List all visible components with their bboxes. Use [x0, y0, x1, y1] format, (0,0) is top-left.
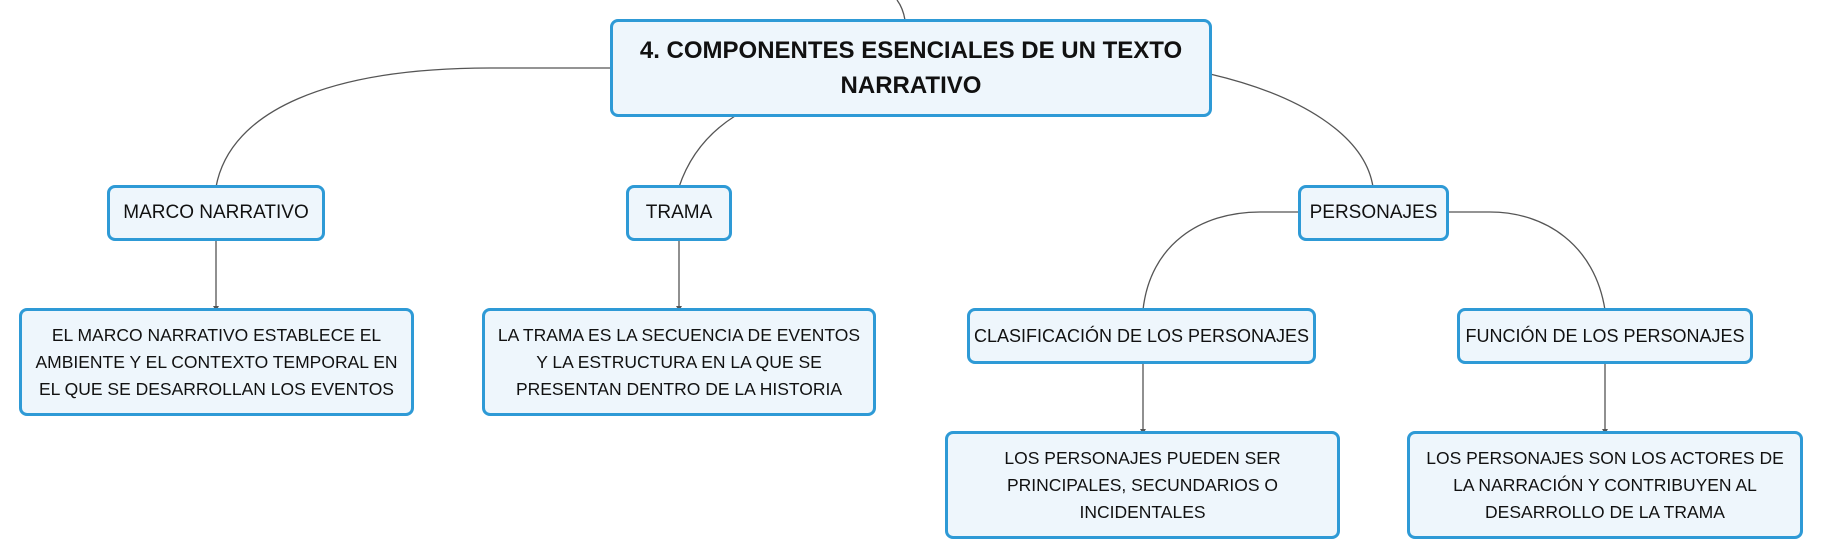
subtopic-node-funcion[interactable]: FUNCIÓN DE LOS PERSONAJES	[1457, 308, 1753, 364]
connector-personajes-to-funcion	[1448, 211, 1606, 311]
connector-root-to-personajes	[1209, 73, 1374, 188]
detail-node-trama[interactable]: LA TRAMA ES LA SECUENCIA DE EVENTOS Y LA…	[482, 308, 876, 416]
topic-label-personajes: PERSONAJES	[1309, 202, 1438, 223]
detail-text-marco-narrativo: EL MARCO NARRATIVO ESTABLECE EL AMBIENTE…	[35, 324, 398, 399]
root-node[interactable]: 4. COMPONENTES ESENCIALES DE UN TEXTO NA…	[610, 19, 1212, 117]
topic-node-marco-narrativo[interactable]: MARCO NARRATIVO	[107, 185, 325, 241]
detail-node-clasificacion[interactable]: LOS PERSONAJES PUEDEN SER PRINCIPALES, S…	[945, 431, 1340, 539]
subtopic-label-clasificacion: CLASIFICACIÓN DE LOS PERSONAJES	[973, 325, 1310, 346]
topic-label-marco-narrativo: MARCO NARRATIVO	[123, 202, 309, 223]
detail-text-clasificacion: LOS PERSONAJES PUEDEN SER PRINCIPALES, S…	[1004, 447, 1281, 522]
connector-personajes-to-clasificacion	[1142, 211, 1300, 311]
connector-parent-to-root	[896, 0, 906, 21]
subtopic-label-funcion: FUNCIÓN DE LOS PERSONAJES	[1465, 325, 1745, 346]
detail-text-funcion: LOS PERSONAJES SON LOS ACTORES DE LA NAR…	[1426, 447, 1784, 522]
detail-node-marco-narrativo[interactable]: EL MARCO NARRATIVO ESTABLECE EL AMBIENTE…	[19, 308, 414, 416]
detail-text-trama: LA TRAMA ES LA SECUENCIA DE EVENTOS Y LA…	[497, 324, 861, 399]
subtopic-node-clasificacion[interactable]: CLASIFICACIÓN DE LOS PERSONAJES	[967, 308, 1316, 364]
connector-root-to-trama	[678, 115, 736, 188]
detail-node-funcion[interactable]: LOS PERSONAJES SON LOS ACTORES DE LA NAR…	[1407, 431, 1803, 539]
topic-node-personajes[interactable]: PERSONAJES	[1298, 185, 1449, 241]
connector-root-to-marco	[215, 67, 610, 188]
topic-label-trama: TRAMA	[645, 202, 713, 223]
root-node-label: 4. COMPONENTES ESENCIALES DE UN TEXTO NA…	[639, 37, 1183, 99]
topic-node-trama[interactable]: TRAMA	[626, 185, 732, 241]
